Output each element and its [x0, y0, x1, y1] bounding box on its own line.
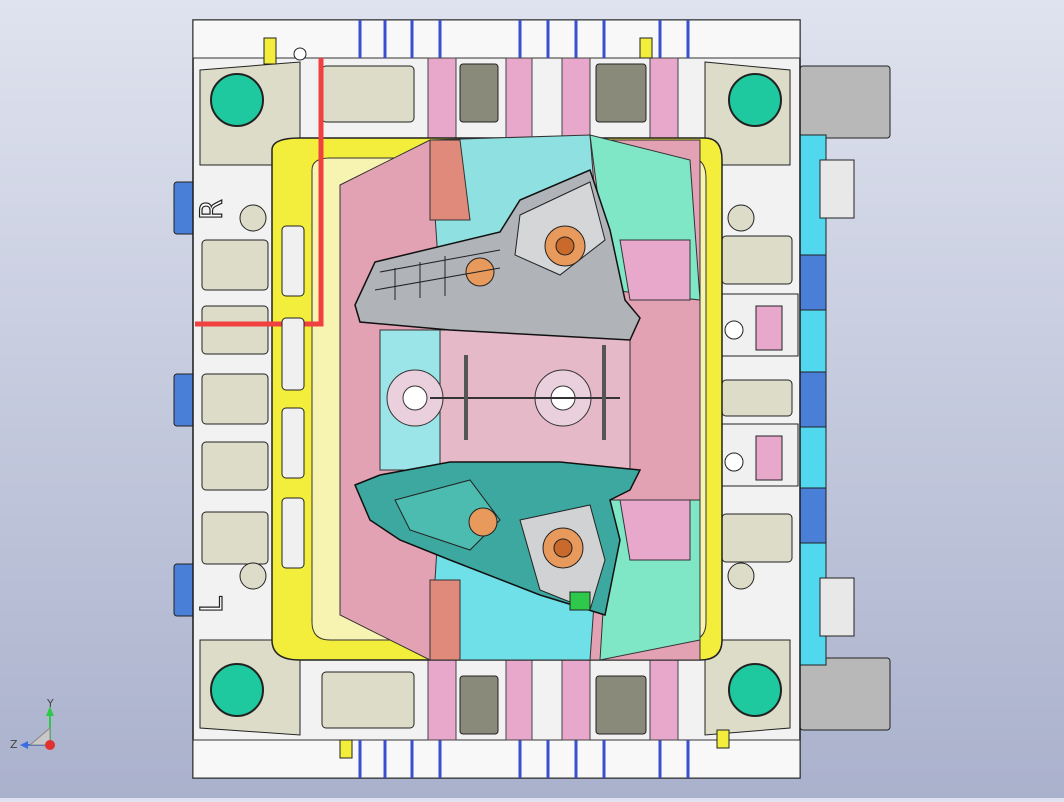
corner-block-top-right[interactable] [704, 61, 791, 166]
right-clamp-block-bottom[interactable] [819, 577, 855, 637]
top-pad-center[interactable] [459, 63, 499, 123]
axis-triad[interactable]: Y Z [10, 697, 55, 751]
left-round-stops[interactable] [239, 204, 755, 590]
x-axis-dot [45, 740, 55, 750]
top-right-bolt [639, 37, 653, 59]
z-axis-label: Z [10, 738, 18, 751]
bottom-pad-left[interactable] [321, 671, 415, 729]
bottom-pad-right[interactable] [595, 675, 647, 735]
lower-boss-small[interactable] [468, 507, 498, 537]
left-pad-column[interactable] [201, 239, 269, 565]
right-clamp-block-top[interactable] [819, 159, 855, 219]
top-pad-left[interactable] [321, 65, 415, 123]
top-strip [192, 19, 801, 59]
top-cylinder[interactable] [799, 65, 891, 139]
top-left-bolt [263, 37, 277, 65]
screw-insert-bottom [724, 452, 744, 472]
gate-marker [569, 591, 591, 611]
pink-stop-top [755, 305, 783, 351]
right-pad-column[interactable] [721, 235, 793, 563]
left-ejector-slots[interactable] [281, 225, 305, 569]
pink-stop-bottom [755, 435, 783, 481]
bottom-cylinder[interactable] [799, 657, 891, 731]
salmon-surface-bottom [429, 579, 461, 661]
bottom-left-bolt [339, 739, 353, 759]
right-clamp-3[interactable] [799, 487, 827, 544]
red-cooling-line[interactable] [195, 58, 324, 327]
top-left-hole [293, 47, 307, 61]
y-axis-label: Y [46, 697, 54, 710]
top-pad-right[interactable] [595, 63, 647, 123]
corner-block-bottom-left[interactable] [199, 639, 301, 736]
side-marker-r: R [195, 199, 230, 220]
upper-rib-grid [374, 249, 501, 300]
right-clamp-1[interactable] [799, 254, 827, 311]
screw-insert-top [724, 320, 744, 340]
bottom-strip [192, 739, 801, 779]
cooling-pins-top [358, 20, 690, 58]
triad-plane [28, 726, 51, 746]
bottom-pad-center[interactable] [459, 675, 499, 735]
side-marker-l: L [195, 596, 230, 613]
corner-block-top-left[interactable] [199, 61, 301, 166]
right-clamp-2[interactable] [799, 371, 827, 428]
pink-patch-lower [619, 499, 691, 561]
cooling-pins-bottom [358, 740, 690, 778]
bottom-right-bolt [716, 729, 730, 749]
pink-patch-upper [619, 239, 691, 301]
salmon-surface-top [429, 139, 471, 221]
